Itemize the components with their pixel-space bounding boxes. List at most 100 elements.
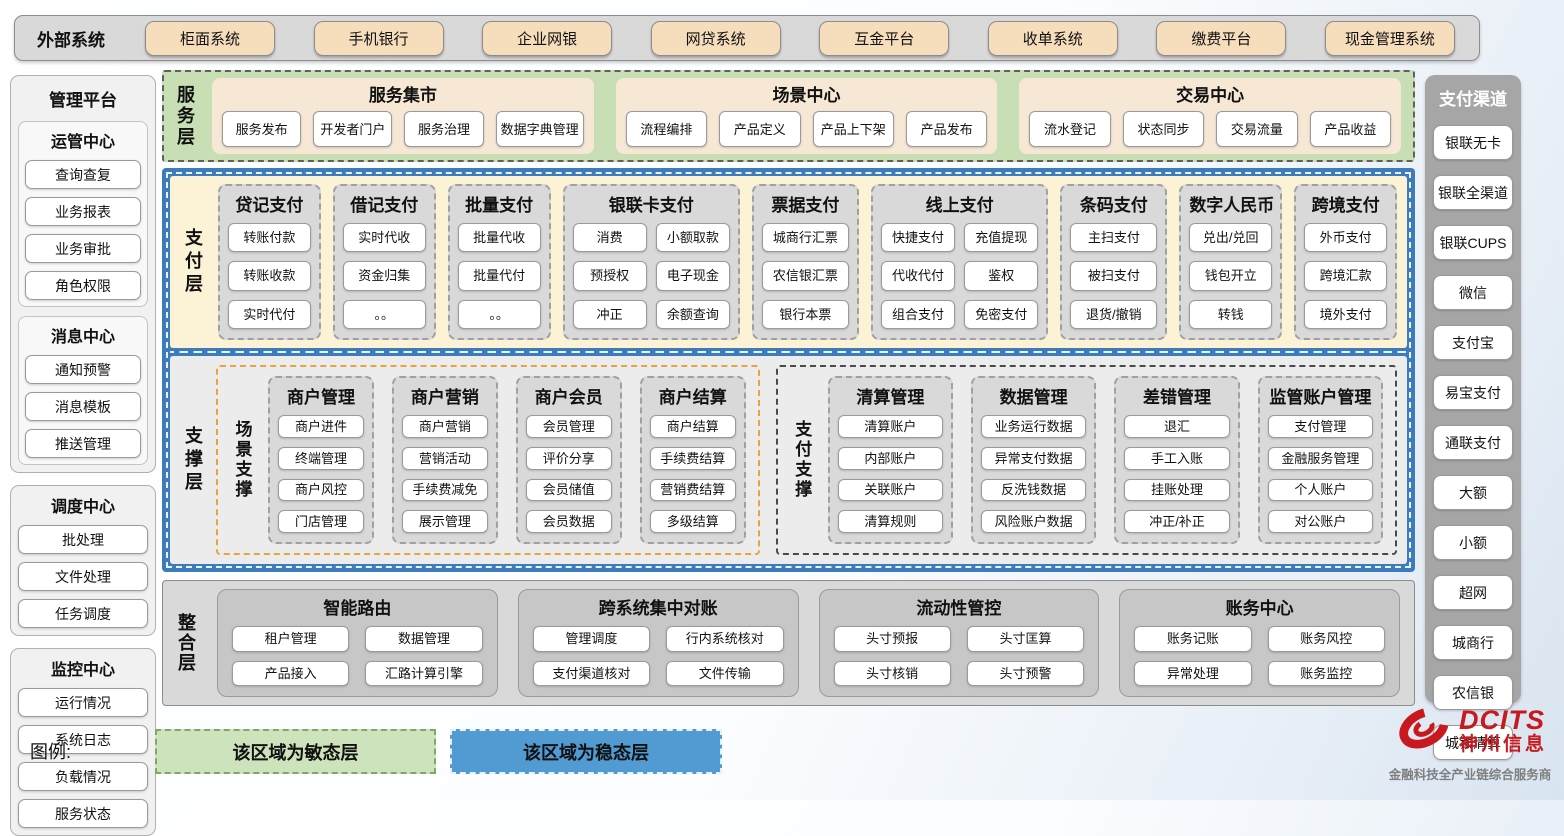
sidebar-item-button[interactable]: 运行情况 xyxy=(18,688,148,717)
support-item-button[interactable]: 异常支付数据 xyxy=(981,446,1087,470)
external-system-button[interactable]: 柜面系统 xyxy=(145,20,275,56)
support-item-button[interactable]: 商户进件 xyxy=(278,415,364,438)
integration-item-button[interactable]: 租户管理 xyxy=(232,626,350,652)
support-item-button[interactable]: 冲正/补正 xyxy=(1124,510,1230,533)
integration-item-button[interactable]: 支付渠道核对 xyxy=(532,660,651,686)
external-system-button[interactable]: 企业网银 xyxy=(482,20,613,56)
payment-item-button[interactable]: 钱包开立 xyxy=(1189,261,1273,291)
payment-channel-button[interactable]: 大额 xyxy=(1433,475,1513,510)
payment-item-button[interactable]: 代收代付 xyxy=(880,261,956,291)
external-system-button[interactable]: 网贷系统 xyxy=(650,20,781,56)
payment-channel-button[interactable]: 银联CUPS xyxy=(1433,225,1513,260)
sidebar-item-button[interactable]: 通知预警 xyxy=(25,355,141,384)
support-item-button[interactable]: 展示管理 xyxy=(401,510,488,533)
payment-item-button[interactable]: 被扫支付 xyxy=(1070,261,1158,291)
service-item-button[interactable]: 状态同步 xyxy=(1122,111,1205,147)
external-system-button[interactable]: 手机银行 xyxy=(313,20,444,56)
support-item-button[interactable]: 反洗钱数据 xyxy=(981,478,1087,502)
sidebar-item-button[interactable]: 推送管理 xyxy=(25,429,141,458)
support-item-button[interactable]: 支付管理 xyxy=(1267,415,1373,438)
payment-channel-button[interactable]: 通联支付 xyxy=(1433,425,1513,460)
sidebar-item-button[interactable]: 消息模板 xyxy=(25,392,141,421)
payment-channel-button[interactable]: 银联全渠道 xyxy=(1433,175,1513,210)
support-item-button[interactable]: 内部账户 xyxy=(837,446,944,470)
payment-item-button[interactable]: 批量代收 xyxy=(457,223,541,253)
service-item-button[interactable]: 交易流量 xyxy=(1216,111,1298,147)
payment-item-button[interactable]: 农信银汇票 xyxy=(761,261,849,291)
payment-channel-button[interactable]: 易宝支付 xyxy=(1433,375,1513,410)
support-item-button[interactable]: 会员数据 xyxy=(525,510,612,533)
sidebar-item-button[interactable]: 查询查复 xyxy=(25,160,141,189)
sidebar-item-button[interactable]: 业务报表 xyxy=(25,197,141,226)
support-item-button[interactable]: 多级结算 xyxy=(649,510,736,533)
support-item-button[interactable]: 评价分享 xyxy=(525,446,612,470)
payment-item-button[interactable]: 小额取款 xyxy=(655,223,730,253)
support-item-button[interactable]: 手工入账 xyxy=(1124,446,1230,470)
integration-item-button[interactable]: 账务记账 xyxy=(1134,626,1252,652)
support-item-button[interactable]: 业务运行数据 xyxy=(981,415,1087,438)
integration-item-button[interactable]: 账务风控 xyxy=(1267,626,1385,652)
service-item-button[interactable]: 产品发布 xyxy=(905,111,988,147)
support-item-button[interactable]: 清算规则 xyxy=(837,510,944,533)
service-item-button[interactable]: 服务治理 xyxy=(404,111,484,147)
payment-channel-button[interactable]: 微信 xyxy=(1433,275,1513,310)
support-item-button[interactable]: 清算账户 xyxy=(837,415,944,438)
payment-item-button[interactable]: 冲正 xyxy=(572,299,647,329)
integration-item-button[interactable]: 汇路计算引擎 xyxy=(365,660,483,686)
payment-channel-button[interactable]: 城银清算 xyxy=(1433,725,1513,760)
integration-item-button[interactable]: 头寸核销 xyxy=(833,660,951,686)
payment-item-button[interactable]: 外币支付 xyxy=(1304,223,1387,253)
payment-item-button[interactable]: 。。 xyxy=(457,299,541,329)
service-item-button[interactable]: 流水登记 xyxy=(1029,111,1111,147)
sidebar-item-button[interactable]: 任务调度 xyxy=(18,599,148,628)
payment-item-button[interactable]: 免密支付 xyxy=(964,299,1039,329)
support-item-button[interactable]: 挂账处理 xyxy=(1124,478,1230,502)
payment-item-button[interactable]: 批量代付 xyxy=(457,261,541,291)
support-item-button[interactable]: 门店管理 xyxy=(278,510,364,533)
support-item-button[interactable]: 会员管理 xyxy=(525,415,612,438)
sidebar-item-button[interactable]: 业务审批 xyxy=(25,234,141,263)
service-item-button[interactable]: 产品收益 xyxy=(1309,111,1392,147)
integration-item-button[interactable]: 产品接入 xyxy=(232,660,350,686)
service-item-button[interactable]: 产品定义 xyxy=(719,111,801,147)
payment-item-button[interactable]: 跨境汇款 xyxy=(1304,261,1387,291)
support-item-button[interactable]: 营销费结算 xyxy=(649,478,736,502)
payment-item-button[interactable]: 充值提现 xyxy=(964,223,1039,253)
payment-item-button[interactable]: 主扫支付 xyxy=(1070,223,1158,253)
payment-channel-button[interactable]: 城商行 xyxy=(1433,625,1513,660)
payment-item-button[interactable]: 资金归集 xyxy=(342,261,426,291)
support-item-button[interactable]: 风险账户数据 xyxy=(981,510,1087,533)
payment-channel-button[interactable]: 小额 xyxy=(1433,525,1513,560)
payment-item-button[interactable]: 境外支付 xyxy=(1304,299,1387,329)
payment-item-button[interactable]: 消费 xyxy=(572,223,647,253)
sidebar-item-button[interactable]: 角色权限 xyxy=(25,271,141,300)
integration-item-button[interactable]: 文件传输 xyxy=(666,660,784,686)
payment-item-button[interactable]: 余额查询 xyxy=(655,299,730,329)
payment-item-button[interactable]: 银行本票 xyxy=(761,299,849,329)
support-item-button[interactable]: 商户结算 xyxy=(649,415,736,438)
support-item-button[interactable]: 营销活动 xyxy=(401,446,488,470)
sidebar-item-button[interactable]: 负载情况 xyxy=(18,762,148,791)
support-item-button[interactable]: 金融服务管理 xyxy=(1267,446,1373,470)
payment-item-button[interactable]: 电子现金 xyxy=(655,261,730,291)
support-item-button[interactable]: 个人账户 xyxy=(1267,478,1373,502)
support-item-button[interactable]: 手续费结算 xyxy=(649,446,736,470)
support-item-button[interactable]: 手续费减免 xyxy=(401,478,488,502)
payment-item-button[interactable]: 兑出/兑回 xyxy=(1189,223,1273,253)
payment-item-button[interactable]: 转账收款 xyxy=(228,261,311,291)
service-item-button[interactable]: 服务发布 xyxy=(222,111,302,147)
support-item-button[interactable]: 退汇 xyxy=(1124,415,1230,438)
integration-item-button[interactable]: 数据管理 xyxy=(365,626,483,652)
integration-item-button[interactable]: 账务监控 xyxy=(1267,660,1385,686)
service-item-button[interactable]: 产品上下架 xyxy=(812,111,894,147)
payment-item-button[interactable]: 退货/撤销 xyxy=(1070,299,1158,329)
support-item-button[interactable]: 关联账户 xyxy=(837,478,944,502)
support-item-button[interactable]: 对公账户 xyxy=(1267,510,1373,533)
payment-item-button[interactable]: 实时代收 xyxy=(342,223,426,253)
sidebar-item-button[interactable]: 系统日志 xyxy=(18,725,148,754)
payment-item-button[interactable]: 转钱 xyxy=(1189,299,1273,329)
integration-item-button[interactable]: 头寸预报 xyxy=(833,626,951,652)
external-system-button[interactable]: 互金平台 xyxy=(819,20,950,56)
integration-item-button[interactable]: 行内系统核对 xyxy=(666,626,784,652)
integration-item-button[interactable]: 头寸预警 xyxy=(966,660,1085,686)
